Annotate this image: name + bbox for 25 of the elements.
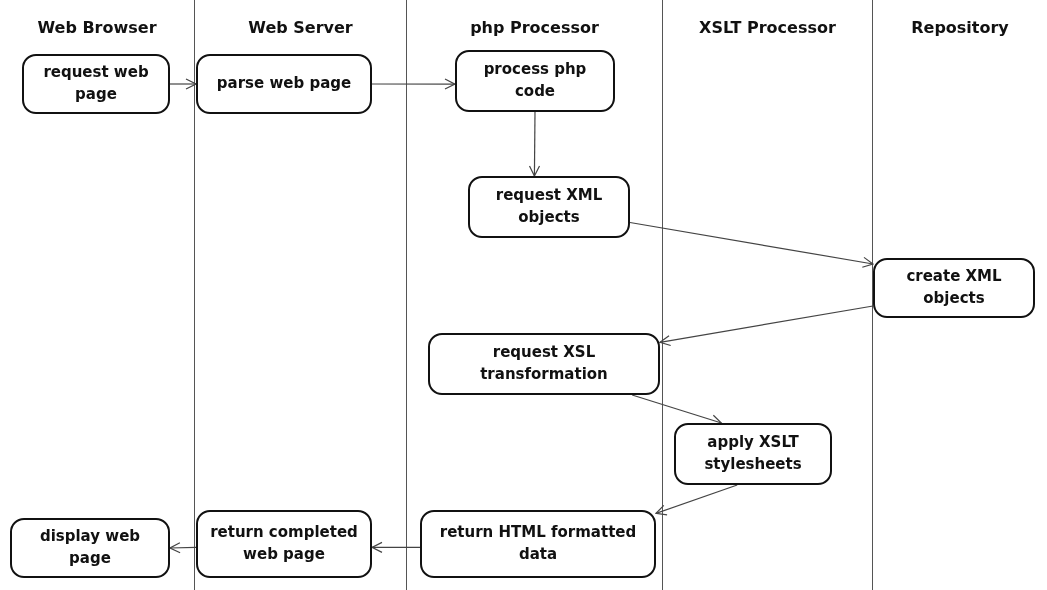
activity-box: process php code bbox=[455, 50, 615, 112]
activity-box: request XSL transformation bbox=[428, 333, 660, 395]
activity-box: create XML objects bbox=[873, 258, 1035, 318]
lane-header: Repository bbox=[910, 18, 1010, 37]
arrow bbox=[169, 542, 197, 554]
arrow bbox=[631, 394, 722, 426]
activity-box: request web page bbox=[22, 54, 170, 114]
swimlane bbox=[195, 0, 407, 590]
activity-box: apply XSLT stylesheets bbox=[674, 423, 832, 485]
lane-header: Web Browser bbox=[36, 18, 158, 37]
activity-box: return completed web page bbox=[196, 510, 372, 578]
arrow bbox=[169, 78, 197, 90]
arrow bbox=[629, 221, 874, 268]
lane-header: php Processor bbox=[469, 18, 600, 37]
arrow bbox=[371, 541, 421, 553]
lane-header: Web Server bbox=[247, 18, 354, 37]
activity-box: parse web page bbox=[196, 54, 372, 114]
arrow bbox=[655, 484, 738, 516]
activity-box: return HTML formatted data bbox=[420, 510, 656, 578]
arrow bbox=[528, 111, 541, 177]
activity-box: display web page bbox=[10, 518, 170, 578]
lane-header: XSLT Processor bbox=[698, 18, 837, 37]
arrow bbox=[659, 305, 874, 347]
arrow bbox=[371, 78, 456, 90]
activity-box: request XML objects bbox=[468, 176, 630, 238]
